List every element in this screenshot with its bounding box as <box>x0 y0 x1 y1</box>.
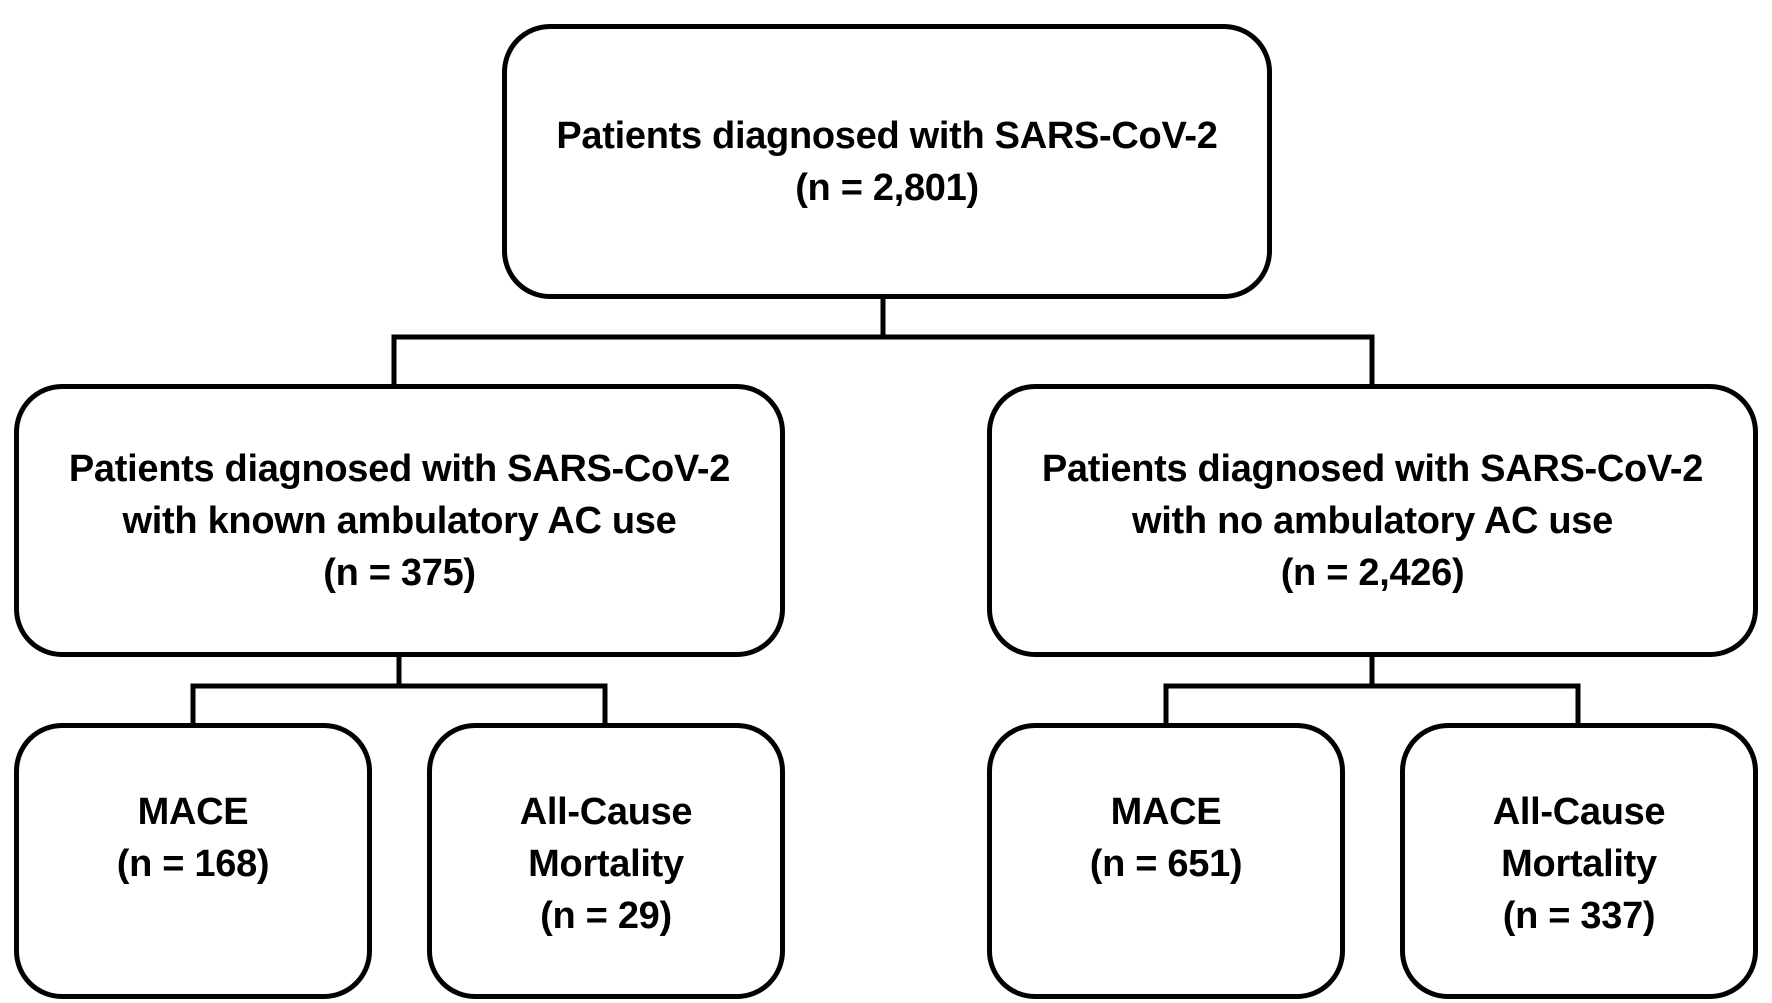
left-group-count: (n = 375) <box>323 551 476 594</box>
left-mortality-count: (n = 29) <box>540 895 672 937</box>
connector-right-to-outcomes <box>1163 683 1581 729</box>
root-count: (n = 2,801) <box>795 166 979 209</box>
right-group-count: (n = 2,426) <box>1280 551 1465 594</box>
left-group-subtitle: with known ambulatory AC use <box>122 499 677 542</box>
right-group-box: Patients diagnosed with SARS-CoV-2 with … <box>987 384 1758 657</box>
right-group-subtitle: with no ambulatory AC use <box>1132 499 1613 542</box>
left-mortality-label-2: Mortality <box>528 843 684 885</box>
right-mace-label: MACE <box>1110 791 1222 833</box>
connector-left-to-outcomes <box>190 683 608 729</box>
right-mace-count: (n = 651) <box>1089 843 1243 885</box>
connector-root-to-groups <box>391 334 1375 390</box>
left-mortality-label-1: All-Cause <box>519 791 693 833</box>
right-mortality-count: (n = 337) <box>1502 895 1656 937</box>
left-group-title: Patients diagnosed with SARS-CoV-2 <box>68 447 731 490</box>
left-mace-label: MACE <box>137 791 249 833</box>
right-mortality-label-2: Mortality <box>1501 843 1657 885</box>
left-mace-count: (n = 168) <box>116 843 270 885</box>
left-mortality-box: All-Cause Mortality (n = 29) <box>427 723 785 999</box>
right-mortality-box: All-Cause Mortality (n = 337) <box>1400 723 1758 999</box>
right-group-title: Patients diagnosed with SARS-CoV-2 <box>1041 447 1704 490</box>
right-mace-box: MACE (n = 651) <box>987 723 1345 999</box>
root-title: Patients diagnosed with SARS-CoV-2 <box>556 114 1218 157</box>
left-group-box: Patients diagnosed with SARS-CoV-2 with … <box>14 384 785 657</box>
left-mace-box: MACE (n = 168) <box>14 723 372 999</box>
right-mortality-label-1: All-Cause <box>1492 791 1666 833</box>
root-box: Patients diagnosed with SARS-CoV-2 (n = … <box>502 24 1272 299</box>
